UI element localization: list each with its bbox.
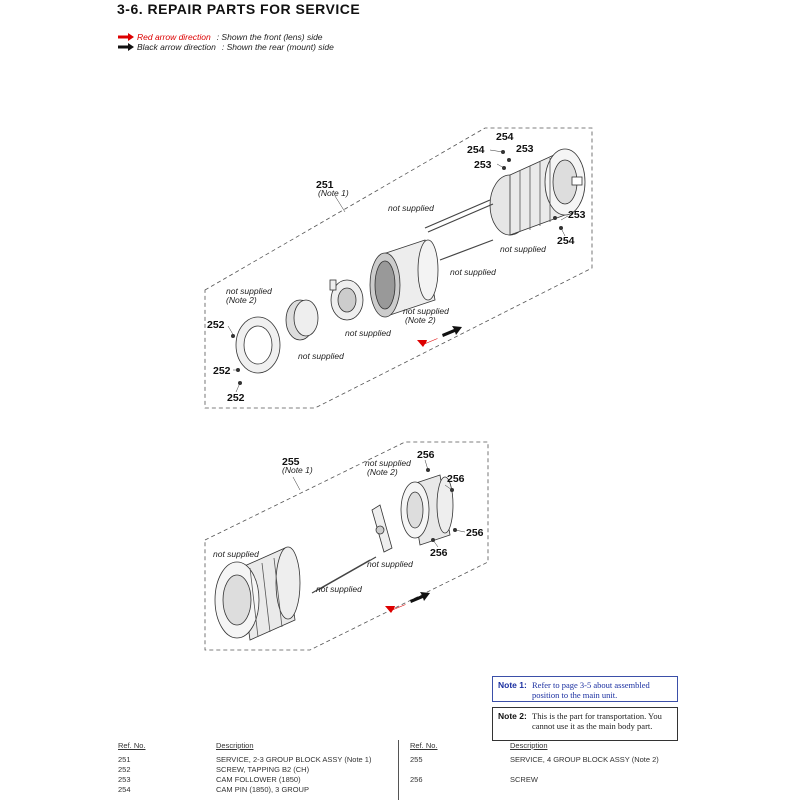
desc-header-right: Description xyxy=(510,741,548,750)
label-not-supplied-2: not supplied xyxy=(500,244,546,254)
note-2-key: Note 2: xyxy=(498,711,527,721)
ref-256: 256 xyxy=(410,775,423,784)
label-255: 255 xyxy=(282,456,300,468)
table-row: 255 SERVICE, 4 GROUP BLOCK ASSY (Note 2) xyxy=(410,755,659,775)
label-not-supplied-7: not supplied xyxy=(226,286,272,296)
direction-arrows-bottom xyxy=(385,592,430,613)
label-256-d: 256 xyxy=(430,547,448,559)
leader-lines xyxy=(227,149,569,548)
table-row: 254 CAM PIN (1850), 3 GROUP xyxy=(118,785,371,795)
label-not-supplied-4: not supplied xyxy=(403,306,449,316)
label-not-supplied-1: not supplied xyxy=(388,203,434,213)
desc-251: SERVICE, 2-3 GROUP BLOCK ASSY (Note 1) xyxy=(216,755,372,764)
front-unit-bottom xyxy=(400,474,454,546)
label-254-c: 254 xyxy=(557,235,575,247)
block-251-frame xyxy=(204,127,593,409)
label-251-note: (Note 1) xyxy=(318,188,349,198)
bracket-part xyxy=(371,504,393,553)
desc-252: SCREW, TAPPING B2 (CH) xyxy=(216,765,310,774)
legend-red-desc: : Shown the front (lens) side xyxy=(216,32,323,42)
ref-251: 251 xyxy=(118,755,131,764)
page-title: 3-6. REPAIR PARTS FOR SERVICE xyxy=(117,1,361,17)
label-not-supplied-9: not supplied xyxy=(367,559,413,569)
label-256-b: 256 xyxy=(447,473,465,485)
label-251: 251 xyxy=(316,179,334,191)
lens-group xyxy=(285,299,319,341)
direction-arrows-top xyxy=(417,326,462,347)
parts-table-right: Ref. No. Description 255 SERVICE, 4 GROU… xyxy=(410,741,659,785)
legend-red: Red arrow direction : Shown the front (l… xyxy=(118,32,323,42)
label-not-supplied-11: not supplied xyxy=(316,584,362,594)
label-not-supplied-6: not supplied xyxy=(298,351,344,361)
rear-drum-top xyxy=(489,148,586,236)
legend-red-label: Red arrow direction xyxy=(137,32,211,42)
label-256-c: 256 xyxy=(466,527,484,539)
label-254-b: 254 xyxy=(467,144,485,156)
desc-253: CAM FOLLOWER (1850) xyxy=(216,775,301,784)
middle-barrel xyxy=(369,239,439,318)
label-253-a: 253 xyxy=(516,143,534,155)
label-253-c: 253 xyxy=(568,209,586,221)
parts-table-left: Ref. No. Description 251 SERVICE, 2-3 GR… xyxy=(118,741,371,795)
ref-253: 253 xyxy=(118,775,131,784)
note-1-box: Note 1: Refer to page 3-5 about assemble… xyxy=(492,676,678,702)
note-2-text: This is the part for transportation. You… xyxy=(532,711,662,731)
desc-254: CAM PIN (1850), 3 GROUP xyxy=(216,785,309,794)
desc-255: SERVICE, 4 GROUP BLOCK ASSY (Note 2) xyxy=(510,755,659,764)
label-254-a: 254 xyxy=(496,131,514,143)
black-arrow-icon xyxy=(118,43,134,51)
label-252-a: 252 xyxy=(207,319,225,331)
desc-header-left: Description xyxy=(216,741,254,750)
label-252-b: 252 xyxy=(213,365,231,377)
label-not-supplied-10: not supplied xyxy=(213,549,259,559)
ref-254: 254 xyxy=(118,785,131,794)
note-1-text: Refer to page 3-5 about assembled positi… xyxy=(532,680,650,700)
label-255-note: (Note 1) xyxy=(282,465,313,475)
ref-255: 255 xyxy=(410,755,423,764)
legend-black-label: Black arrow direction xyxy=(137,42,216,52)
label-252-c: 252 xyxy=(227,392,245,404)
red-arrow-icon xyxy=(118,33,134,41)
rear-drum-bottom xyxy=(214,546,301,641)
label-not-supplied-3: not supplied xyxy=(450,267,496,277)
block-255-frame xyxy=(204,441,489,651)
ref-header-right: Ref. No. xyxy=(410,741,438,750)
cam-rods xyxy=(311,199,494,594)
front-ring xyxy=(235,316,281,374)
label-note2-left: (Note 2) xyxy=(226,295,257,305)
aperture-unit xyxy=(329,279,364,321)
desc-256: SCREW xyxy=(510,775,538,784)
note-1-key: Note 1: xyxy=(498,680,527,690)
label-253-b: 253 xyxy=(474,159,492,171)
legend-black: Black arrow direction : Shown the rear (… xyxy=(118,42,334,52)
note-2-box: Note 2: This is the part for transportat… xyxy=(492,707,678,741)
label-note2-bottom: (Note 2) xyxy=(367,467,398,477)
table-row: 256 SCREW xyxy=(410,775,659,785)
table-divider xyxy=(398,740,399,800)
exploded-view-diagram: 251 (Note 1) not supplied not supplied n… xyxy=(204,127,593,651)
label-256-a: 256 xyxy=(417,449,435,461)
table-row: 252 SCREW, TAPPING B2 (CH) xyxy=(118,765,371,775)
table-row: 253 CAM FOLLOWER (1850) xyxy=(118,775,371,785)
label-not-supplied-5: not supplied xyxy=(345,328,391,338)
ref-header-left: Ref. No. xyxy=(118,741,146,750)
label-not-supplied-8: not supplied xyxy=(365,458,411,468)
label-note2-top: (Note 2) xyxy=(405,315,436,325)
legend-black-desc: : Shown the rear (mount) side xyxy=(221,42,334,52)
table-row: 251 SERVICE, 2-3 GROUP BLOCK ASSY (Note … xyxy=(118,755,371,765)
ref-252: 252 xyxy=(118,765,131,774)
